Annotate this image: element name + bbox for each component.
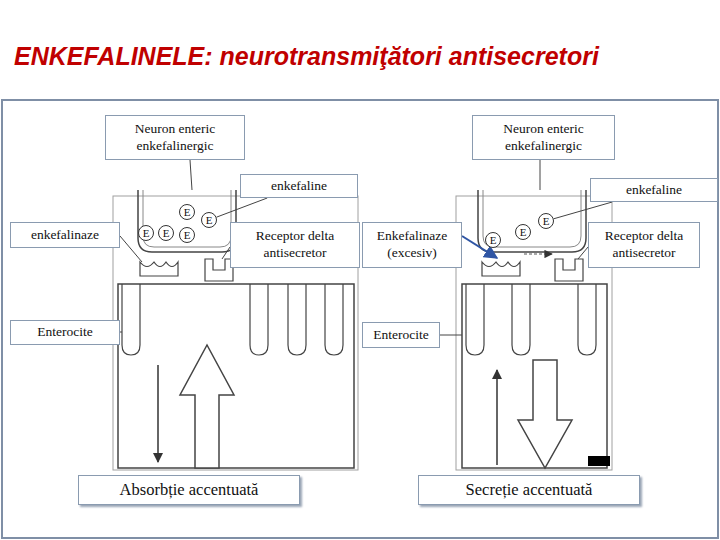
neuron-label: Neuron enteric enkefalinergic <box>472 115 615 160</box>
leader-line <box>578 247 588 259</box>
diffusion-arrow <box>524 253 552 254</box>
leader-line <box>540 160 541 190</box>
node-text: E <box>163 228 170 239</box>
enkephalin-molecule: E <box>538 213 554 229</box>
leader-line <box>190 160 192 190</box>
node-text: Enterocite <box>373 327 428 344</box>
enzyme-symbol <box>482 262 520 276</box>
enkephalin-molecule: E <box>485 232 501 248</box>
leader-line <box>120 332 122 333</box>
receptor-label: Receptor delta antisecretor <box>230 222 360 268</box>
leader-line <box>222 247 230 259</box>
result-box: Absorbție accentuată <box>78 475 300 505</box>
receptor-symbol <box>205 259 233 281</box>
receptor-symbol <box>555 259 583 281</box>
enkephalin-molecule: E <box>158 225 174 241</box>
neuron-label: Neuron enteric enkefalinergic <box>105 115 245 160</box>
secretion-arrow-small <box>157 365 159 462</box>
node-text: E <box>143 228 150 239</box>
microvillus <box>325 284 343 355</box>
outer-frame <box>2 100 718 538</box>
enzyme-label: Enkefalinaze (excesiv) <box>362 222 462 268</box>
enkephalin-label: enkefaline <box>240 174 358 198</box>
node-text: E <box>206 215 213 226</box>
microvillus <box>288 284 306 355</box>
node-text: enkefaline <box>271 178 327 195</box>
microvillus <box>122 284 140 355</box>
leader-connector <box>554 202 613 219</box>
leader-connector <box>216 198 267 217</box>
node-text: E <box>490 235 497 246</box>
node-text: Enkefalinaze (excesiv) <box>366 228 458 262</box>
microvillus <box>250 284 268 355</box>
enkephalin-molecule: E <box>201 212 217 228</box>
node-text: Receptor delta antisecretor <box>234 228 356 262</box>
node-text: Neuron enteric enkefalinergic <box>476 121 611 155</box>
leader-line <box>440 335 462 336</box>
enkephalin-molecule: E <box>179 204 195 220</box>
absorption-arrow-large <box>180 345 234 468</box>
microvillus <box>466 284 484 355</box>
enkephalin-molecule: E <box>138 225 154 241</box>
black-marker <box>588 456 610 466</box>
nerve-terminal-inner <box>143 190 231 247</box>
diagram-title: ENKEFALINELE: neurotransmiţători antisec… <box>14 42 714 71</box>
cell-label: Enterocite <box>362 322 440 348</box>
absorption-arrow-small <box>496 370 498 465</box>
leader-line <box>120 236 142 262</box>
secretion-arrow-large <box>518 360 572 468</box>
enkephalin-molecule: E <box>515 224 531 240</box>
cell-label: Enterocite <box>10 320 120 345</box>
node-text: Absorbție accentuată <box>120 480 259 500</box>
result-box: Secreție accentuată <box>418 475 640 505</box>
nerve-terminal <box>138 190 236 252</box>
node-text: E <box>184 230 191 241</box>
enkephalin-molecule: E <box>179 227 195 243</box>
receptor-label: Receptor delta antisecretor <box>588 222 700 268</box>
node-text: Receptor delta antisecretor <box>592 228 696 262</box>
node-text: Secreție accentuată <box>466 480 593 500</box>
enterocyte-cell <box>118 284 354 468</box>
nerve-terminal-inner <box>483 190 581 247</box>
node-text: E <box>184 207 191 218</box>
node-text: Neuron enteric enkefalinergic <box>109 121 241 155</box>
nerve-terminal <box>478 190 586 252</box>
enterocyte-cell <box>462 284 607 468</box>
enzyme-symbol <box>140 262 178 276</box>
node-text: E <box>520 227 527 238</box>
node-text: Enterocite <box>37 324 92 341</box>
node-text: enkefalinaze <box>31 227 99 244</box>
microvillus <box>512 284 530 355</box>
enkephalin-label: enkefaline <box>590 178 718 202</box>
enzyme-label: enkefalinaze <box>10 222 120 248</box>
node-text: E <box>543 216 550 227</box>
node-text: enkefaline <box>626 182 682 199</box>
microvillus <box>578 284 596 355</box>
